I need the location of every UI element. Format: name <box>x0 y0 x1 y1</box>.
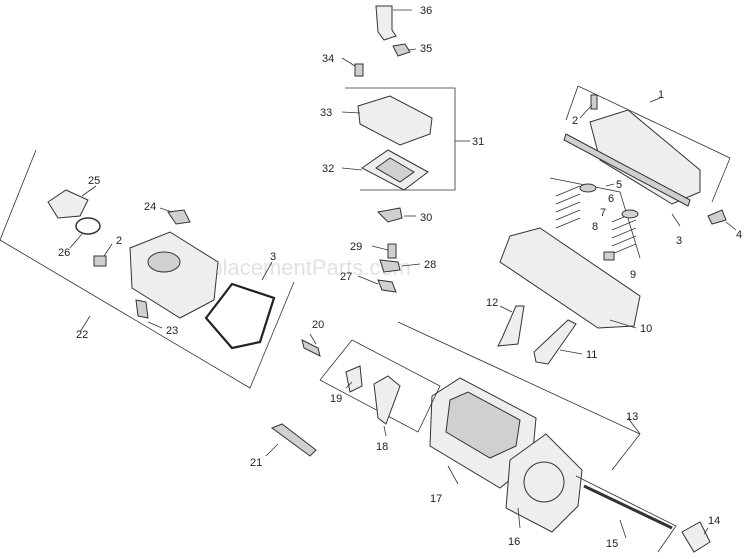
valve-springs-group <box>549 177 641 259</box>
callout-9: 9 <box>630 269 636 281</box>
callout-36: 36 <box>420 5 432 17</box>
rocker-arm-18 <box>373 375 401 437</box>
head-gasket-16 <box>505 433 583 533</box>
callout-3-right: 3 <box>676 235 682 247</box>
callout-24: 24 <box>144 201 156 213</box>
rocker-stud-20 <box>301 333 321 357</box>
callout-4: 4 <box>736 229 742 241</box>
callout-26: 26 <box>58 247 70 259</box>
breather-screw-34 <box>341 57 364 77</box>
callout-28: 28 <box>424 259 436 271</box>
callout-21: 21 <box>250 457 262 469</box>
callout-7: 7 <box>600 207 606 219</box>
valve-exhaust-11 <box>533 319 583 365</box>
callout-19: 19 <box>330 393 342 405</box>
valve-cover-1 <box>563 109 701 207</box>
rocker-pivot-19 <box>345 365 363 393</box>
breather-reed-32 <box>341 149 429 191</box>
fitting-28 <box>379 259 421 273</box>
left-cover-housing <box>129 231 219 319</box>
cylinder-head-group-bracket <box>397 321 641 471</box>
callout-12: 12 <box>486 297 498 309</box>
breather-group-bracket <box>345 87 470 191</box>
callout-31: 31 <box>472 136 484 148</box>
callout-29: 29 <box>350 241 362 253</box>
rocker-bolt-21 <box>265 423 317 457</box>
callout-25: 25 <box>88 175 100 187</box>
callout-22: 22 <box>76 329 88 341</box>
breather-cap-25 <box>47 185 97 219</box>
screw-2-left <box>93 243 113 267</box>
callout-30: 30 <box>420 212 432 224</box>
callout-3-left: 3 <box>270 251 276 263</box>
gasket-3-left <box>204 261 276 350</box>
screw-23 <box>135 299 163 329</box>
breather-clamp-35 <box>392 43 417 57</box>
callout-2-left: 2 <box>116 235 122 247</box>
valve-spring-7a <box>555 185 581 229</box>
callout-32: 32 <box>322 163 334 175</box>
push-rod-15 <box>583 484 673 539</box>
rocker-bridge-10 <box>499 227 641 329</box>
breather-tube-36 <box>375 5 412 41</box>
callout-14: 14 <box>708 515 720 527</box>
callout-16: 16 <box>508 536 520 548</box>
o-ring-26 <box>69 217 101 249</box>
callout-17: 17 <box>430 493 442 505</box>
callout-8: 8 <box>592 221 598 233</box>
breather-filter-30 <box>376 207 416 223</box>
callout-34: 34 <box>322 53 334 65</box>
callout-2-top: 2 <box>572 115 578 127</box>
valve-intake-12 <box>497 305 525 347</box>
lifter-14 <box>681 521 711 553</box>
callout-15: 15 <box>606 538 618 550</box>
callout-35: 35 <box>420 43 432 55</box>
breather-fitting-24 <box>159 207 191 225</box>
breather-screw-29 <box>371 243 397 259</box>
callout-33: 33 <box>320 107 332 119</box>
callout-20: 20 <box>312 319 324 331</box>
callout-1: 1 <box>658 89 664 101</box>
left-cover-group-bracket <box>0 149 295 389</box>
valve-cover-screw-2 <box>579 94 598 119</box>
callout-11: 11 <box>586 349 597 361</box>
valve-keeper-8 <box>603 251 615 261</box>
push-rod-group-bracket <box>575 475 677 553</box>
callout-23: 23 <box>166 325 178 337</box>
bolt-4 <box>707 209 737 231</box>
gasket-3-right <box>671 213 681 227</box>
callout-18: 18 <box>376 441 388 453</box>
spring-retainer-6 <box>579 183 639 219</box>
callout-27: 27 <box>340 271 352 283</box>
callout-5: 5 <box>616 179 622 191</box>
breather-cover-33 <box>341 95 433 146</box>
callout-13: 13 <box>626 411 638 423</box>
callout-6: 6 <box>608 193 614 205</box>
callout-10: 10 <box>640 323 652 335</box>
fitting-27 <box>357 275 397 293</box>
rocker-group-bracket <box>319 339 441 433</box>
